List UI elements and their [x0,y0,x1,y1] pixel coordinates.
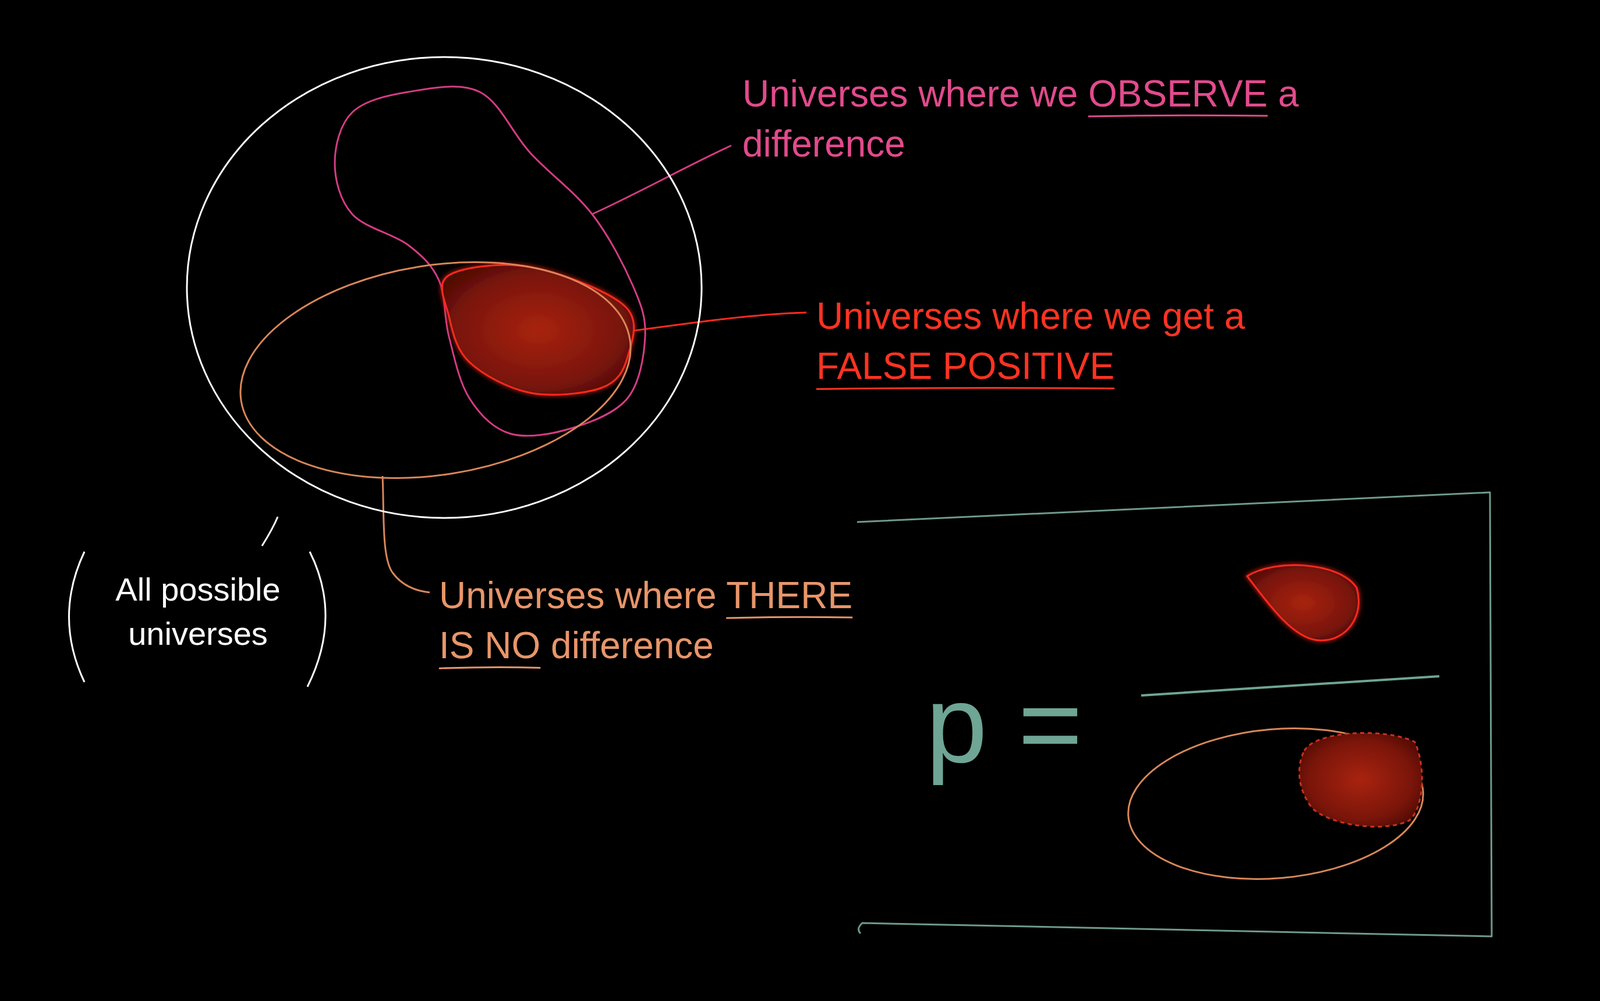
region-outline [229,250,644,490]
underline [439,667,541,669]
underline [1088,115,1268,117]
formula-text: p = [925,663,1124,786]
underline [816,388,1115,390]
outline [186,57,702,519]
label-holder: All possible universes [93,567,303,656]
leader-line [592,145,732,215]
outline [224,235,647,505]
region-label: Universes where THERE IS NO difference [439,570,870,672]
label-holder: Universes where we get a FALSE POSITIVE [816,291,1259,392]
label-holder: p = [925,663,1124,786]
region-label: Universes where we get a FALSE POSITIVE [816,291,1259,392]
no-difference-region: Universes where THERE IS NO difference [229,250,644,490]
outline [857,492,1492,937]
region-label: Universes where we OBSERVE a difference [742,68,1354,170]
bracket [307,551,326,688]
underline [726,617,853,619]
leader-line [262,517,278,547]
region-outline [436,259,638,402]
false-positive-region [1247,565,1359,641]
fraction-bar [1141,676,1440,696]
region-label: All possible universes [93,567,303,656]
universe-circle: All possible universesUniverses where we… [174,46,717,530]
outline [334,86,646,437]
label-holder: Universes where we OBSERVE a difference [742,68,1354,170]
false-positive-region [1299,733,1423,827]
false-positive-region: Universes where we get a FALSE POSITIVE [436,259,638,402]
formula-box: p = [852,486,1497,942]
bracket [69,551,86,683]
no-difference-region [1121,716,1430,891]
leader-line [382,476,430,593]
outline [441,264,634,395]
label-holder: Universes where THERE IS NO difference [439,570,870,672]
